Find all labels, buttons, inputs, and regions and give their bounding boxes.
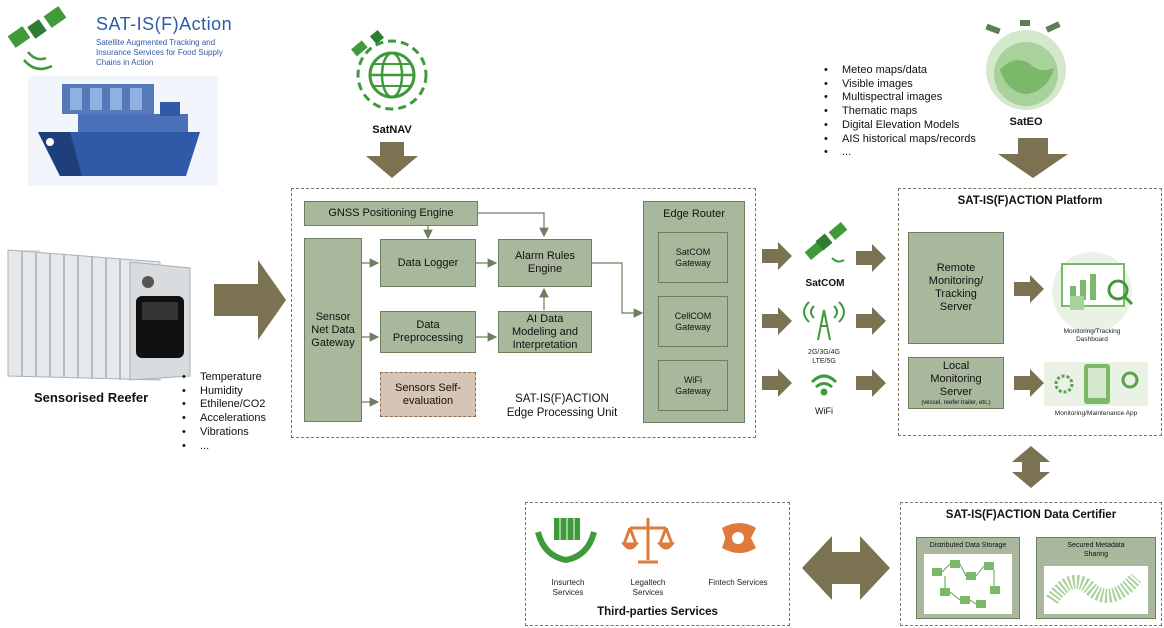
gnss-positioning-engine: GNSS Positioning Engine (304, 201, 478, 226)
insurtech-label: Insurtech Services (551, 578, 585, 597)
wifi-gateway: WiFi Gateway (658, 360, 728, 411)
dashboard-label: Monitoring/Tracking Dashboard (1063, 328, 1121, 343)
sensor-item: Accelerations (180, 412, 266, 426)
cellcom-gateway: CellCOM Gateway (658, 296, 728, 347)
sensor-item: Humidity (180, 385, 266, 399)
distributed-storage-label: Distributed Data Storage (929, 542, 1007, 549)
cell-tower-icon (803, 301, 845, 341)
cargo-ship-illustration (28, 76, 218, 186)
sateo-data-list: Meteo maps/data Visible images Multispec… (822, 64, 976, 160)
sateo-item: Multispectral images (822, 91, 976, 105)
satnav-down-arrow (366, 142, 418, 178)
sateo-label: SatEO (1009, 116, 1043, 128)
sateo-item: AIS historical maps/records (822, 133, 976, 147)
logo-tagline: Satellite Augmented Tracking and Insuran… (96, 38, 223, 67)
satnav-label: SatNAV (372, 124, 412, 136)
wifi-icon (810, 374, 838, 396)
wifi-label: WiFi (815, 406, 833, 416)
metadata-sharing-graphic (1044, 566, 1148, 614)
fintech-icon (722, 523, 756, 553)
edge-router-label: Edge Router (663, 208, 725, 220)
sateo-item: Digital Elevation Models (822, 119, 976, 133)
reefer-container-illustration (7, 249, 191, 381)
reefer-label: Sensorised Reefer (34, 390, 149, 405)
sateo-item: Meteo maps/data (822, 64, 976, 78)
sensor-item: Ethilene/CO2 (180, 398, 266, 412)
reefer-sensor-list: Temperature Humidity Ethilene/CO2 Accele… (180, 371, 266, 453)
maintenance-app-illustration (1044, 362, 1148, 406)
satcom-gateway: SatCOM Gateway (658, 232, 728, 283)
legaltech-scales-icon (620, 518, 676, 564)
logo-satellite-icon (7, 6, 67, 71)
sensor-item: ... (180, 440, 266, 454)
satcom-satellite-icon (804, 222, 848, 263)
data-logger: Data Logger (380, 239, 476, 287)
alarm-rules-engine: Alarm Rules Engine (498, 239, 592, 287)
logo-wordmark: SAT-IS(F)Action (96, 14, 233, 34)
data-preprocessing: Data Preprocessing (380, 311, 476, 353)
maintenance-app-label: Monitoring/Maintenance App (1054, 410, 1138, 417)
sensor-item: Temperature (180, 371, 266, 385)
satcom-label: SatCOM (805, 278, 845, 289)
edge-unit-title: SAT-IS(F)ACTION Edge Processing Unit (494, 392, 630, 420)
ai-data-modeling: AI Data Modeling and Interpretation (498, 311, 592, 353)
sateo-item: ... (822, 146, 976, 160)
local-monitoring-server: Local Monitoring Server (vessel, reefer … (908, 357, 1004, 409)
certifier-title: SAT-IS(F)ACTION Data Certifier (945, 509, 1117, 521)
insurtech-icon (535, 518, 597, 564)
edge-unit-title-line1: SAT-IS(F)ACTION (515, 393, 609, 405)
local-server-label: Local Monitoring Server (930, 359, 982, 398)
third-parties-frame (525, 502, 790, 626)
sateo-item: Visible images (822, 78, 976, 92)
legaltech-label: Legaltech Services (630, 578, 666, 597)
platform-frame (898, 188, 1162, 436)
satnav-globe-icon (351, 29, 428, 111)
remote-monitoring-server: Remote Monitoring/ Tracking Server (908, 232, 1004, 344)
thirdparty-certifier-arrow (802, 536, 890, 600)
sateo-earth-icon (985, 20, 1066, 110)
platform-title: SAT-IS(F)ACTION Platform (957, 195, 1103, 207)
platform-certifier-arrow (1012, 446, 1050, 488)
third-parties-title: Third-parties Services (597, 606, 718, 618)
fintech-label: Fintech Services (708, 578, 768, 587)
sensor-net-data-gateway: Sensor Net Data Gateway (304, 238, 362, 422)
edge-processing-unit-frame (291, 188, 756, 438)
edge-unit-title-line2: Edge Processing Unit (506, 407, 618, 419)
distributed-storage-graphic (924, 554, 1012, 614)
certifier-frame (900, 502, 1162, 626)
sensor-item: Vibrations (180, 426, 266, 440)
sateo-down-arrow (998, 138, 1068, 178)
metadata-sharing-label: Secured Metadata Sharing (1067, 542, 1125, 558)
local-server-sublabel: (vessel, reefer trailer, etc.) (921, 399, 991, 406)
cellular-label: 2G/3G/4G LTE/5G (808, 349, 840, 365)
dashboard-illustration (1052, 252, 1134, 332)
sateo-item: Thematic maps (822, 105, 976, 119)
reefer-to-edge-arrow (214, 260, 286, 340)
sensors-self-evaluation: Sensors Self-evaluation (380, 372, 476, 417)
